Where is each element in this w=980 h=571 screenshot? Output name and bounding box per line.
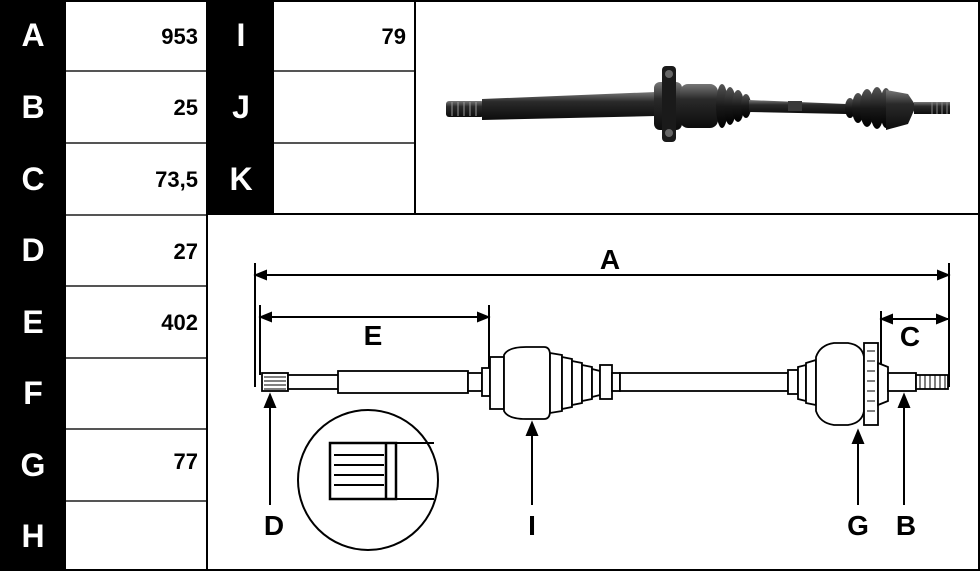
label-c: C: [900, 321, 920, 352]
grid-line: [66, 357, 208, 359]
grid-line: [206, 0, 208, 571]
grid-line: [66, 500, 208, 502]
label-d: D: [264, 510, 284, 541]
value-cell-c: 73,5: [66, 143, 206, 215]
grid-line: [208, 213, 980, 215]
grid-line: [274, 70, 416, 72]
grid-line: [66, 285, 208, 287]
technical-drawing: A E C D I G B: [253, 244, 951, 551]
value-cell-i: 79: [274, 0, 414, 71]
label-i: I: [528, 510, 536, 541]
label-a: A: [600, 244, 620, 275]
value-cell-f: [66, 358, 206, 429]
grid-line: [978, 0, 980, 571]
label-b: B: [896, 510, 916, 541]
key-cell-k: K: [208, 143, 274, 215]
label-e: E: [364, 320, 383, 351]
value-cell-h: [66, 501, 206, 571]
value-cell-e: 402: [66, 286, 206, 358]
grid-line: [414, 0, 416, 215]
value-cell-k: [274, 143, 414, 215]
key-cell-j: J: [208, 71, 274, 143]
key-cell-d: D: [0, 215, 66, 286]
grid-line: [66, 214, 208, 216]
label-g: G: [847, 510, 869, 541]
grid-line: [274, 142, 416, 144]
value-cell-j: [274, 71, 414, 143]
grid-line: [66, 142, 208, 144]
grid-line: [0, 569, 980, 571]
grid-line: [66, 70, 208, 72]
key-cell-b: B: [0, 71, 66, 143]
value-cell-g: 77: [66, 429, 206, 501]
key-cell-h: H: [0, 501, 66, 571]
key-cell-g: G: [0, 429, 66, 501]
key-cell-f: F: [0, 358, 66, 429]
value-cell-b: 25: [66, 71, 206, 143]
value-cell-d: 27: [66, 215, 206, 286]
value-cell-a: 953: [66, 0, 206, 71]
key-cell-a: A: [0, 0, 66, 71]
grid-line: [66, 428, 208, 430]
grid-line: [0, 0, 980, 2]
key-cell-e: E: [0, 286, 66, 358]
product-photo: [446, 66, 950, 142]
key-cell-i: I: [208, 0, 274, 71]
key-cell-c: C: [0, 143, 66, 215]
